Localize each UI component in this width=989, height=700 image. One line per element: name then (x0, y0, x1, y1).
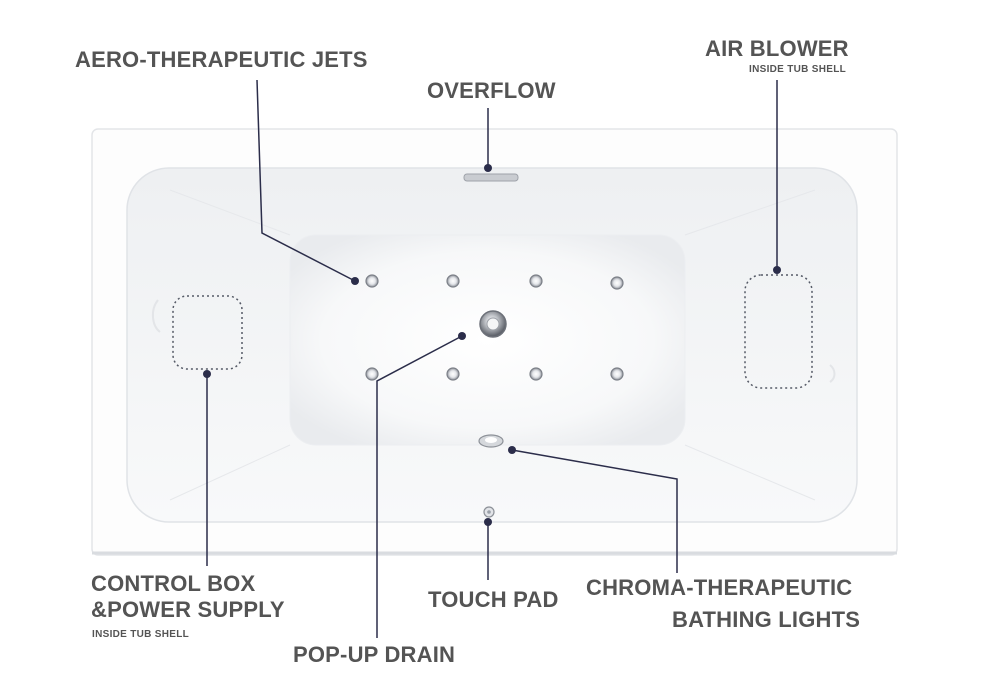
label-touch-pad: TOUCH PAD (428, 587, 559, 612)
callout-dots (203, 164, 781, 526)
overflow-cover (463, 173, 519, 182)
callout-dot-control-box (203, 370, 211, 378)
air-blower-zone (744, 274, 813, 389)
callout-dot-air-blower (773, 266, 781, 274)
jet (446, 367, 460, 381)
label-control-box-note: INSIDE TUB SHELL (92, 629, 190, 640)
jet (446, 274, 460, 288)
tub-basin (126, 167, 858, 523)
label-control-box-line2: &POWER SUPPLY (91, 597, 285, 622)
callout-dot-touch-pad (484, 518, 492, 526)
callout-line-drain (376, 335, 463, 638)
jet (365, 367, 379, 381)
callout-lines (206, 79, 778, 638)
callout-dot-jets (351, 277, 359, 285)
jet (610, 276, 624, 290)
jet (610, 367, 624, 381)
callout-line-jets (256, 79, 356, 282)
label-air-blower-note: INSIDE TUB SHELL (749, 64, 847, 75)
label-aero-therapeutic-jets: AERO-THERAPEUTIC JETS (75, 47, 368, 72)
label-pop-up-drain: POP-UP DRAIN (293, 642, 456, 667)
jet (365, 274, 379, 288)
jets-group (365, 274, 624, 381)
jet (529, 274, 543, 288)
label-control-box-line1: CONTROL BOX (91, 571, 256, 596)
callout-dot-overflow (484, 164, 492, 172)
label-bathing-lights: BATHING LIGHTS (672, 607, 861, 632)
jet (529, 367, 543, 381)
control-box-zone (172, 295, 243, 370)
pop-up-drain (479, 310, 507, 338)
touch-pad (483, 506, 495, 518)
label-air-blower: AIR BLOWER (705, 36, 849, 61)
callout-line-lights (511, 449, 678, 573)
label-chroma-therapeutic: CHROMA-THERAPEUTIC (586, 575, 853, 600)
callout-dot-drain (458, 332, 466, 340)
label-overflow: OVERFLOW (427, 78, 556, 103)
callout-dot-lights (508, 446, 516, 454)
chroma-light (478, 434, 504, 448)
